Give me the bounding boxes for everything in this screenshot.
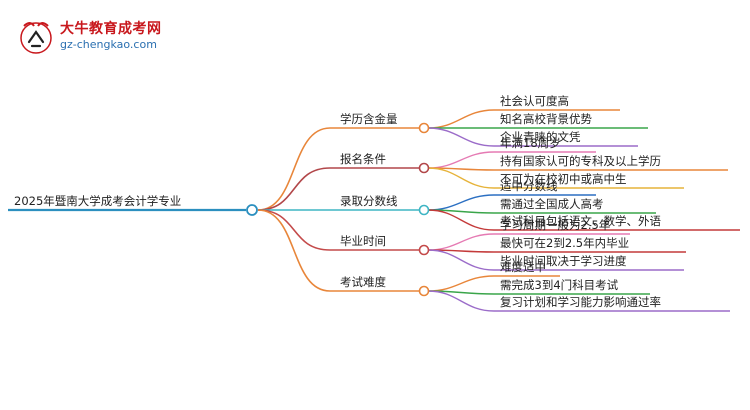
leaf-topic: 知名高校背景优势 <box>500 112 592 126</box>
leaf-topic: 学习周期一般为2.5年 <box>500 218 611 232</box>
branch-node-icon[interactable] <box>418 244 430 256</box>
branch-topic-1: 学历含金量 <box>340 112 398 126</box>
leaf-connector <box>427 167 728 171</box>
branch-topic-2: 报名条件 <box>340 152 386 166</box>
leaf-connector <box>427 249 686 253</box>
branch-connector <box>257 209 420 251</box>
bull-mascot-icon <box>20 22 52 54</box>
logo-title: 大牛教育成考网 <box>60 21 162 37</box>
root-topic: 2025年暨南大学成考会计学专业 <box>14 194 182 208</box>
branch-node-icon[interactable] <box>418 122 430 134</box>
leaf-topic: 复习计划和学习能力影响通过率 <box>500 295 661 309</box>
branch-topic-3: 录取分数线 <box>340 194 398 208</box>
branch-connector <box>257 127 420 211</box>
branch-topic-5: 考试难度 <box>340 275 386 289</box>
site-logo[interactable]: 大牛教育成考网 gz-chengkao.com <box>18 16 178 58</box>
leaf-connector <box>427 127 638 147</box>
leaf-topic: 需完成3到4门科目考试 <box>500 278 619 292</box>
leaf-topic: 最快可在2到2.5年内毕业 <box>500 236 630 250</box>
leaf-topic: 持有国家认可的专科及以上学历 <box>500 154 661 168</box>
leaf-topic: 毕业时间取决于学习进度 <box>500 254 627 268</box>
leaf-topic: 适中分数线 <box>500 179 558 193</box>
leaf-topic: 社会认可度高 <box>500 94 569 108</box>
leaf-topic: 企业青睐的文凭 <box>500 130 581 144</box>
branch-node-icon[interactable] <box>418 204 430 216</box>
leaf-topic: 考试科目包括语文、数学、外语 <box>500 214 661 228</box>
branch-node-icon[interactable] <box>418 162 430 174</box>
leaf-topic: 年满18周岁 <box>500 136 561 150</box>
branch-connector <box>257 209 420 292</box>
leaf-connector <box>427 167 684 189</box>
leaf-connector <box>427 290 730 312</box>
branch-node-icon[interactable] <box>418 285 430 297</box>
leaf-topic: 不可为在校初中或高中生 <box>500 172 627 186</box>
leaf-topic: 难度适中 <box>500 260 546 274</box>
logo-url: gz-chengkao.com <box>60 38 157 51</box>
root-node-icon[interactable] <box>246 204 258 216</box>
leaf-topic: 需通过全国成人高考 <box>500 197 604 211</box>
branch-connector <box>257 167 420 211</box>
branch-topic-4: 毕业时间 <box>340 234 386 248</box>
leaf-connector <box>427 249 684 271</box>
leaf-connector <box>427 209 740 231</box>
